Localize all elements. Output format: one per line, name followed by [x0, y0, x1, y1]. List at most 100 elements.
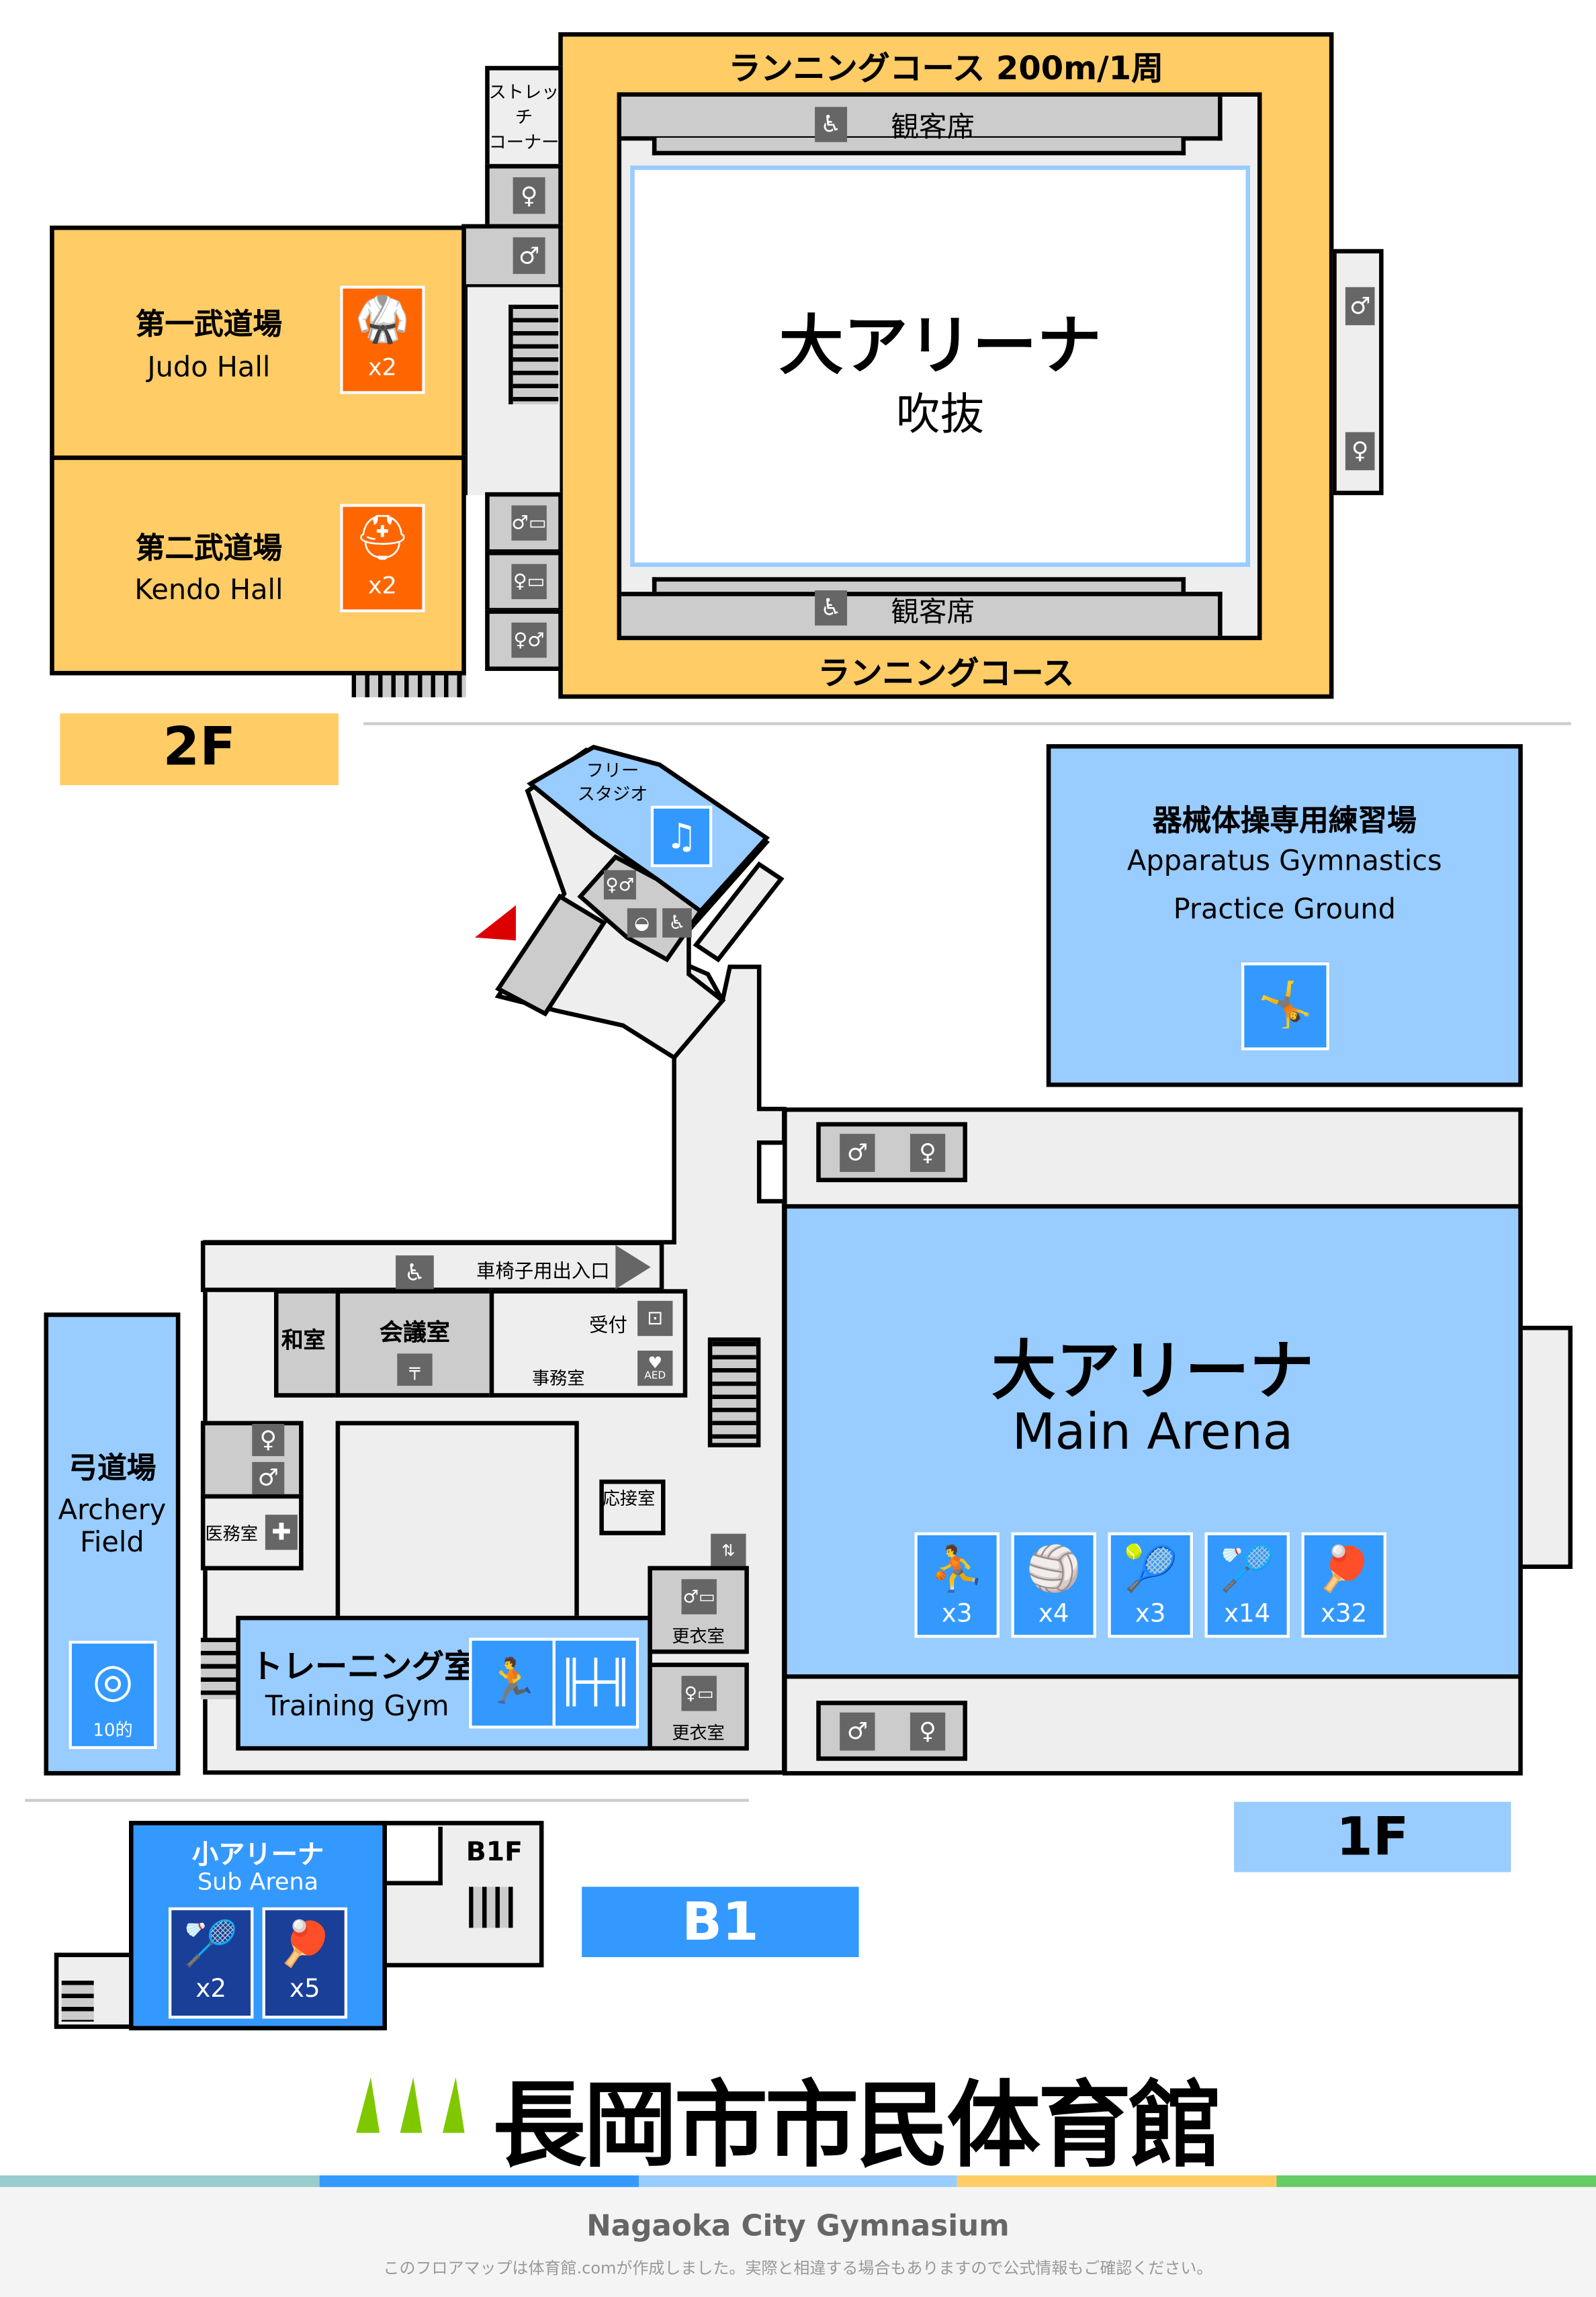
archery-en-2: Field	[80, 1526, 144, 1559]
dumbbell-icon: ╟┼╢	[558, 1658, 633, 1707]
arena-void	[630, 165, 1251, 568]
dance-icon: ♫	[650, 805, 713, 868]
male-toilet-icon: ♂	[840, 1712, 875, 1751]
badminton-icon: 🏸x14	[1204, 1532, 1290, 1638]
stretch-corner	[485, 66, 563, 169]
meeting-table-icon: ╤	[397, 1353, 433, 1386]
elevator-icon: ⇅	[711, 1533, 746, 1566]
wheelchair-icon: ♿	[396, 1255, 434, 1291]
divider	[363, 722, 1571, 725]
toilet-icon: ♀♂	[511, 622, 547, 658]
entrance-marker	[474, 905, 516, 941]
floor-label-2f-text: 2F	[163, 717, 236, 778]
first-aid-icon: ✚	[265, 1515, 298, 1550]
baby-care-icon: ◒	[627, 908, 657, 938]
floor-label-1f	[1234, 1801, 1511, 1873]
gymnasium-title-en: Nagaoka City Gymnasium	[586, 2207, 1010, 2243]
meeting-room-label: 会議室	[380, 1318, 450, 1347]
seat-icon: ♿	[815, 590, 848, 626]
female-toilet-icon: ♀	[910, 1134, 946, 1172]
storage-room	[335, 1421, 579, 1622]
arena-2f-title: 大アリーナ	[779, 309, 1102, 384]
seat-icon: ♿	[815, 107, 848, 142]
female-toilet-icon: ♀	[513, 177, 545, 214]
apparatus-jp: 器械体操専用練習場	[1152, 803, 1417, 838]
entrance-stairs[interactable]	[495, 893, 607, 1017]
running-course-top-label: ランニングコース 200m/1周	[728, 51, 1164, 88]
staircase-1f[interactable]	[707, 1337, 761, 1447]
entrance-vestibule	[693, 861, 785, 963]
staircase-1f-west[interactable]	[200, 1637, 238, 1700]
medical-room-label: 医務室	[205, 1523, 259, 1544]
judo-hall-jp: 第一武道場	[135, 306, 282, 342]
judo-hall-en: Judo Hall	[147, 351, 271, 384]
entrance-arrow-icon	[615, 1245, 651, 1290]
kendo-hall-en: Kendo Hall	[134, 574, 283, 606]
floor-label-b1	[582, 1887, 859, 1957]
staircase-b1[interactable]	[469, 1887, 513, 1928]
locker-icon: ♂▭	[511, 505, 547, 541]
female-toilet-icon: ♀	[1345, 432, 1375, 471]
judo-icon: 🥋x2	[340, 285, 425, 394]
seating-top-step	[652, 138, 1186, 156]
volleyball-icon: 🏐x4	[1011, 1532, 1096, 1638]
running-course-bottom-label: ランニングコース	[817, 656, 1075, 693]
floor-label-b1-text: B1	[682, 1892, 759, 1953]
staircase-2f[interactable]	[508, 304, 559, 404]
floor-label-1f-text: 1F	[1336, 1807, 1409, 1868]
staircase-b1-west[interactable]	[61, 1980, 94, 2022]
sub-arena-en: Sub Arena	[197, 1867, 318, 1896]
kendo-hall-jp: 第二武道場	[135, 530, 282, 566]
apparatus-en-1: Apparatus Gymnastics	[1127, 845, 1442, 878]
footer	[0, 2187, 1596, 2297]
seating-bottom-label: 観客席	[891, 596, 975, 629]
sub-arena-jp: 小アリーナ	[191, 1840, 324, 1871]
b1-stair-label: B1F	[466, 1837, 523, 1868]
locker-room-1-label: 更衣室	[672, 1626, 725, 1647]
female-toilet-icon: ♀	[910, 1712, 946, 1751]
male-toilet-icon: ♂	[513, 237, 545, 274]
main-arena-en: Main Arena	[1012, 1403, 1294, 1462]
table-tennis-icon: 🏓x5	[262, 1907, 348, 2019]
male-toilet-icon: ♂	[252, 1461, 285, 1494]
reception-room	[599, 1479, 666, 1535]
reception-label: 受付	[589, 1315, 627, 1338]
b1-notch	[386, 1826, 443, 1886]
reception-icon: ⊡	[637, 1300, 673, 1337]
japanese-room	[273, 1289, 342, 1398]
free-studio-label: フリースタジオ	[577, 760, 648, 805]
accessible-toilet-icon: ♿	[662, 908, 692, 938]
free-studio	[527, 744, 770, 915]
footer-note: このフロアマップは体育館.comが作成しました。実際と相違する場合もありますので…	[383, 2259, 1213, 2278]
gymnastics-icon: 🤸	[1241, 962, 1329, 1050]
arena-2f-sub: 吹抜	[896, 390, 985, 441]
staircase-2f-south[interactable]	[351, 674, 466, 698]
wheelchair-entrance-label: 車椅子用出入口	[476, 1261, 610, 1283]
kendo-icon: ⛑x2	[340, 504, 425, 613]
female-toilet-icon: ♀	[252, 1424, 285, 1457]
training-gym-en: Training Gym	[265, 1690, 449, 1723]
logo-mark-icon	[356, 2077, 465, 2133]
seating-bottom-step	[652, 577, 1186, 595]
arena-annex	[1518, 1325, 1573, 1569]
reception-room-label: 応接室	[602, 1488, 656, 1509]
tennis-icon: 🎾x3	[1108, 1532, 1193, 1638]
seating-bottom	[621, 592, 1223, 636]
basketball-icon: ⛹x3	[914, 1532, 1000, 1638]
male-toilet-icon: ♂	[840, 1134, 875, 1172]
archery-jp: 弓道場	[68, 1450, 157, 1486]
archery-en-1: Archery	[58, 1494, 167, 1527]
locker-icon: ♀▭	[681, 1676, 717, 1711]
japanese-room-label: 和室	[281, 1327, 326, 1354]
toilet-icon: ♀♂	[603, 870, 636, 900]
divider	[25, 1799, 749, 1802]
main-arena-jp: 大アリーナ	[991, 1334, 1314, 1410]
office-label: 事務室	[531, 1368, 585, 1389]
treadmill-icon: 🏃	[472, 1640, 556, 1726]
apparatus-en-2: Practice Ground	[1173, 893, 1396, 926]
floor-label-2f	[60, 713, 339, 786]
training-gym-jp: トレーニング室	[251, 1649, 477, 1686]
training-icons: 🏃 ╟┼╢	[469, 1637, 639, 1729]
aed-icon: ♥AED	[637, 1350, 673, 1386]
